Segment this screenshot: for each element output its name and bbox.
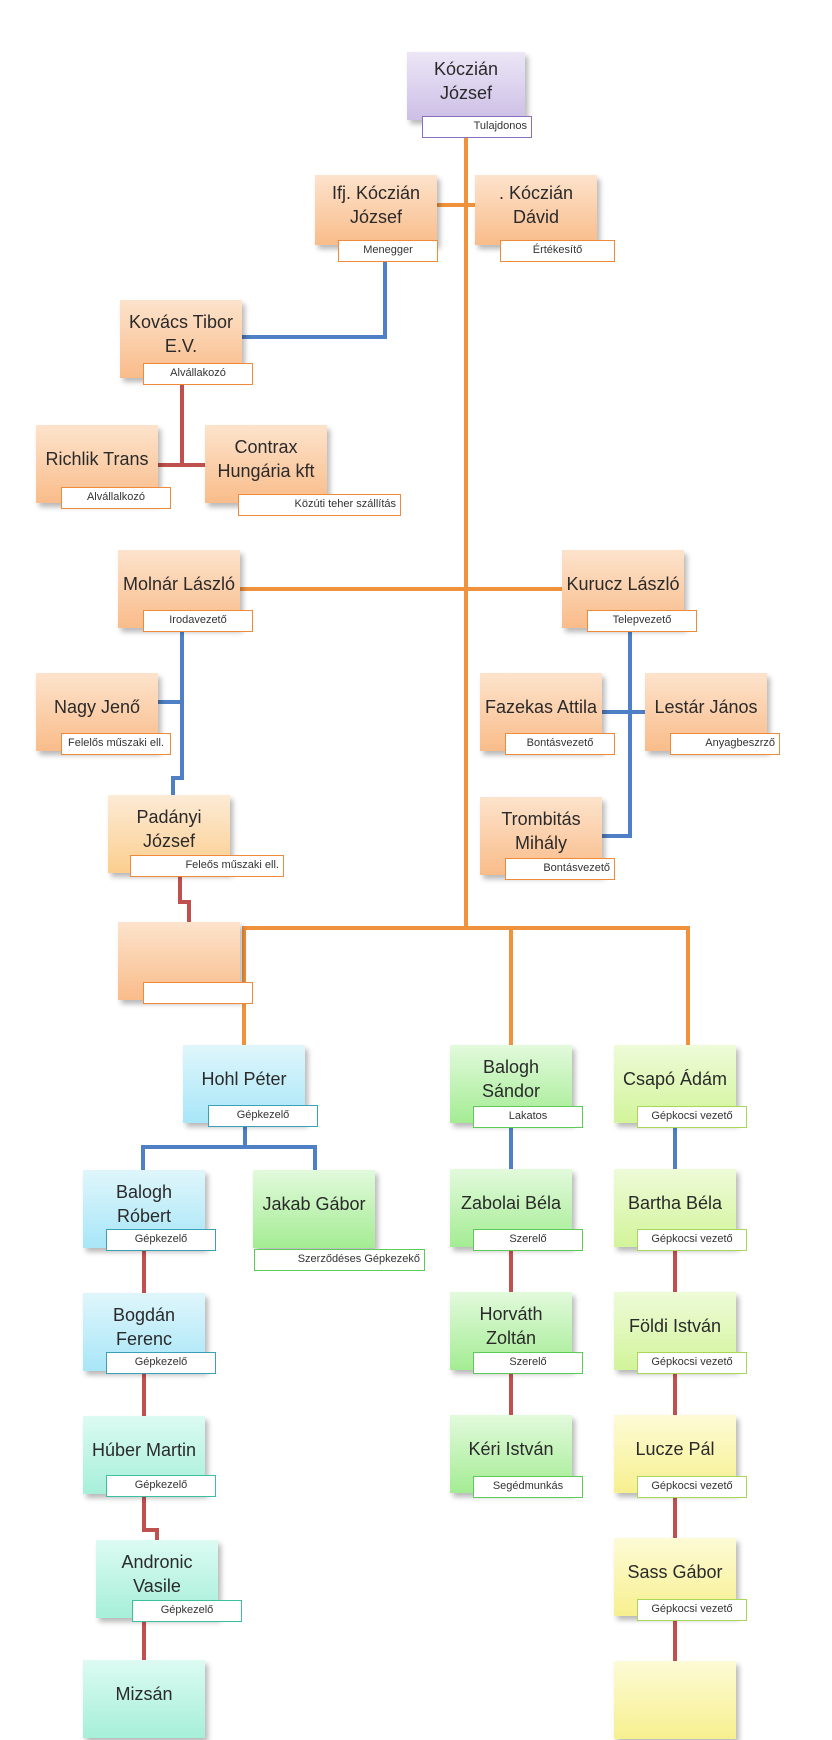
role-label: Értékesítő	[500, 240, 615, 262]
role-label: Gépkocsi vezető	[637, 1352, 747, 1374]
role-label: Gépkocsi vezető	[637, 1599, 747, 1621]
role-label: Bontásvezető	[505, 733, 615, 755]
person-name: Hohl Péter	[201, 1069, 287, 1089]
org-node-root[interactable]: Kóczián József	[407, 52, 525, 120]
person-name: Földi István	[628, 1316, 722, 1336]
person-name: Jakab Gábor	[262, 1194, 366, 1214]
red-connectors	[142, 385, 677, 1661]
org-node-koczian-david[interactable]: . Kóczián Dávid	[475, 175, 597, 245]
person-name: Lestár János	[654, 697, 758, 717]
role-label: Lakatos	[473, 1106, 583, 1128]
person-name: Bartha Béla	[627, 1193, 723, 1213]
connector-line	[171, 702, 184, 795]
org-node-jakab[interactable]: Jakab Gábor	[253, 1170, 375, 1248]
org-node-ifj-koczian[interactable]: Ifj. Kóczián József	[315, 175, 437, 245]
person-name: Ifj. Kóczián József	[331, 183, 421, 227]
role-label: Közúti teher szállítás	[238, 494, 401, 516]
person-name: Fazekas Attila	[484, 697, 598, 717]
role-label: Feleős műszaki ell.	[130, 855, 284, 877]
person-name: Lucze Pál	[635, 1439, 715, 1459]
role-label: Bontásvezető	[505, 858, 615, 880]
role-label: Gépkezelő	[106, 1475, 216, 1497]
person-name: . Kóczián Dávid	[498, 183, 574, 227]
role-label: Alvállalkozó	[61, 487, 171, 509]
person-name: Bogdán Ferenc	[112, 1305, 176, 1349]
person-name: Kovács Tibor E.V.	[128, 312, 234, 356]
org-node-csapo[interactable]: Csapó Ádám	[614, 1045, 736, 1123]
role-label: Felelős műszaki ell.	[61, 733, 171, 755]
role-label	[143, 982, 253, 1004]
org-node-mizsan[interactable]: Mizsán	[83, 1660, 205, 1738]
org-node-last[interactable]	[614, 1661, 736, 1739]
role-label: Gépkocsi vezető	[637, 1106, 747, 1128]
person-name: Molnár László	[122, 574, 236, 594]
role-label: Gépkezelő	[208, 1105, 318, 1127]
role-label: Szerelő	[473, 1352, 583, 1374]
person-name: Horváth Zoltán	[479, 1304, 543, 1348]
role-label: Gépkezelő	[106, 1229, 216, 1251]
person-name: Kóczián József	[433, 59, 499, 103]
connector-line	[245, 1145, 317, 1170]
connector-line	[158, 632, 184, 704]
role-label: Gépkocsi vezető	[637, 1229, 747, 1251]
person-name: Mizsán	[115, 1684, 173, 1704]
person-name: Balogh Róbert	[115, 1182, 173, 1226]
connector-line	[178, 877, 191, 922]
connector-line	[602, 632, 632, 838]
role-label: Segédmunkás	[473, 1476, 583, 1498]
person-name: Nagy Jenő	[53, 697, 141, 717]
connector-line	[141, 1127, 247, 1170]
role-label: Menegger	[338, 240, 438, 262]
person-name: Balogh Sándor	[481, 1057, 541, 1101]
role-label: Irodavezető	[143, 610, 253, 632]
role-label: Gépkocsi vezető	[637, 1476, 747, 1498]
connector-line	[142, 1497, 159, 1540]
person-name: Húber Martin	[91, 1440, 197, 1460]
person-name: Trombitás Mihály	[501, 809, 581, 853]
role-label: Anyagbeszrző	[670, 733, 780, 755]
person-name: Andronic Vasile	[121, 1552, 193, 1596]
person-name: Kurucz László	[566, 574, 680, 594]
person-name: Sass Gábor	[627, 1562, 723, 1582]
role-label: Gépkezelő	[106, 1352, 216, 1374]
person-name: Richlik Trans	[45, 449, 149, 469]
blue-connectors	[141, 262, 677, 1170]
person-name: Contrax Hungária kft	[217, 437, 315, 481]
person-name: Zabolai Béla	[460, 1193, 562, 1213]
org-node-contrax[interactable]: Contrax Hungária kft	[205, 425, 327, 503]
role-label: Szerelő	[473, 1229, 583, 1251]
role-label: Tulajdonos	[422, 116, 532, 138]
person-name: Kéri István	[468, 1439, 554, 1459]
person-name: Padányi József	[136, 807, 202, 851]
role-label: Szerződéses Gépkezekő	[254, 1249, 425, 1271]
person-name: Csapó Ádám	[622, 1069, 728, 1089]
connector-line	[242, 926, 466, 1045]
connector-line	[242, 262, 387, 339]
role-label: Telepvezető	[587, 610, 697, 632]
role-label: Gépkezelő	[132, 1600, 242, 1622]
role-label: Alvállakozó	[143, 363, 253, 385]
orange-connectors	[240, 127, 690, 1045]
connector-line	[466, 926, 690, 1045]
